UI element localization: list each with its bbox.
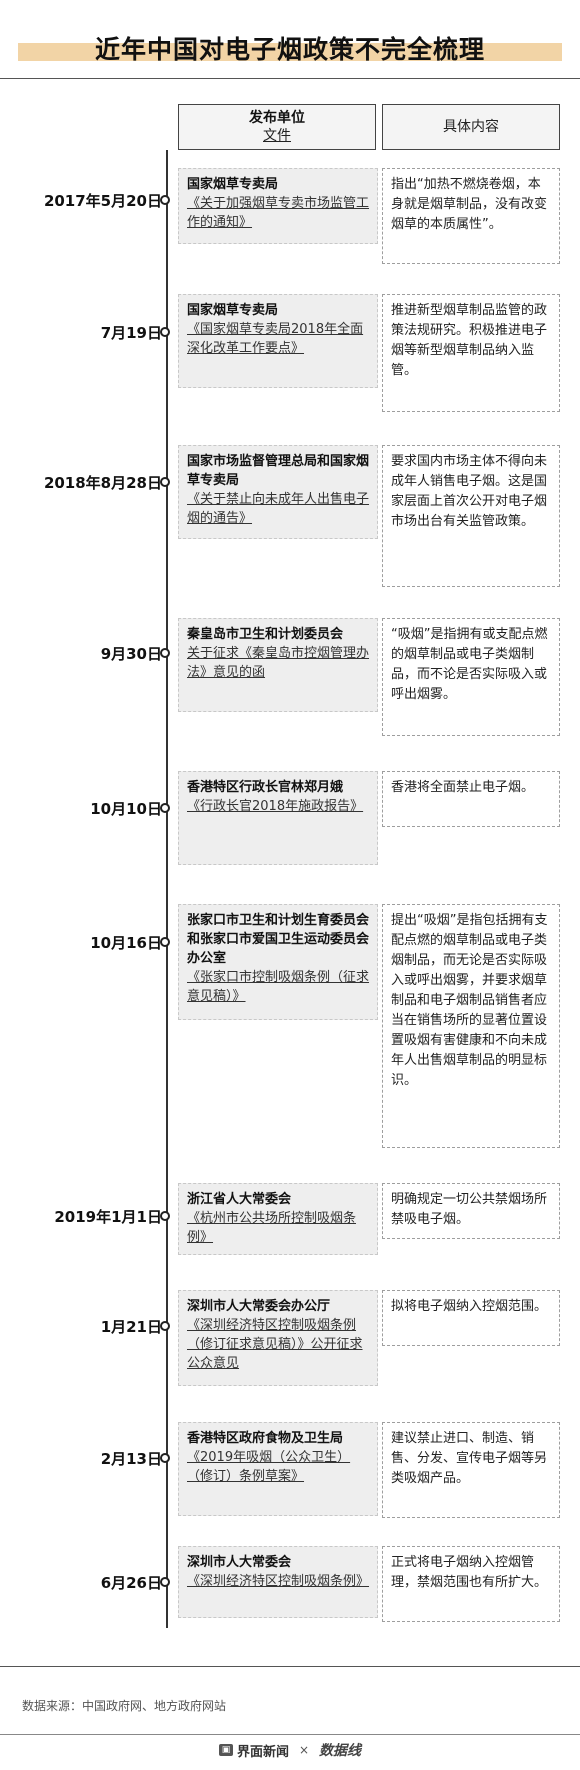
entry-date: 9月30日 [100,645,162,663]
entry-org: 浙江省人大常委会 [187,1192,292,1207]
timeline-dot [160,1453,170,1463]
entry-source: 深圳市人大常委会 《深圳经济特区控制吸烟条例》 [178,1546,378,1618]
data-line-logo: 数据线 [319,1743,362,1759]
column-header-publisher: 发布单位 文件 [178,104,376,150]
entry-org: 香港特区政府食物及卫生局 [187,1431,344,1446]
timeline-dot [160,1321,170,1331]
entry-date: 2018年8月28日 [43,474,162,492]
entry-content: 要求国内市场主体不得向未成年人销售电子烟。这是国家层面上首次公开对电子烟市场出台… [382,445,560,587]
entry-source: 国家烟草专卖局 《关于加强烟草专卖市场监管工作的通知》 [178,168,378,244]
entry-document: 《行政长官2018年施政报告》 [187,799,364,814]
brand-footer: ▣ 界面新闻 × 数据线 [0,1740,580,1760]
entry-org: 深圳市人大常委会 [187,1555,292,1570]
entry-org: 香港特区行政长官林郑月娥 [187,780,344,795]
entry-content: 明确规定一切公共禁烟场所禁吸电子烟。 [382,1183,560,1239]
entry-date: 1月21日 [100,1318,162,1336]
entry-org: 张家口市卫生和计划生育委员会和张家口市爱国卫生运动委员会办公室 [187,913,370,966]
entry-document: 《张家口市控制吸烟条例（征求意见稿）》 [187,970,370,1004]
entry-document: 《杭州市公共场所控制吸烟条例》 [187,1211,357,1245]
entry-source: 国家市场监督管理总局和国家烟草专卖局 《关于禁止向未成年人出售电子烟的通告》 [178,445,378,539]
entry-source: 秦皇岛市卫生和计划委员会 关于征求《秦皇岛市控烟管理办法》意见的函 [178,618,378,712]
entry-org: 深圳市人大常委会办公厅 [187,1299,331,1314]
entry-document: 《深圳经济特区控制吸烟条例》 [187,1574,370,1589]
entry-document: 《深圳经济特区控制吸烟条例（修订征求意见稿）》公开征求公众意见 [187,1318,363,1371]
timeline-dot [160,1211,170,1221]
timeline-dot [160,477,170,487]
entry-source: 香港特区政府食物及卫生局 《2019年吸烟（公众卫生）（修订）条例草案》 [178,1422,378,1516]
timeline-dot [160,648,170,658]
column-header-document-label: 文件 [263,128,291,144]
entry-document: 《关于加强烟草专卖市场监管工作的通知》 [187,196,370,230]
entry-org: 秦皇岛市卫生和计划委员会 [187,627,344,642]
entry-source: 深圳市人大常委会办公厅 《深圳经济特区控制吸烟条例（修订征求意见稿）》公开征求公… [178,1290,378,1386]
entry-content: 提出“吸烟”是指包括拥有支配点燃的烟草制品或电子类烟制品，而无论是否实际吸入或呼… [382,904,560,1148]
entry-org: 国家烟草专卖局 [187,303,279,318]
entry-date: 7月19日 [100,324,162,342]
timeline-dot [160,327,170,337]
entry-source: 国家烟草专卖局 《国家烟草专卖局2018年全面深化改革工作要点》 [178,294,378,388]
timeline-dot [160,1577,170,1587]
entry-source: 香港特区行政长官林郑月娥 《行政长官2018年施政报告》 [178,771,378,865]
brand-separator: × [298,1743,310,1757]
entry-document: 《关于禁止向未成年人出售电子烟的通告》 [187,492,370,526]
footer-divider [0,1734,580,1735]
entry-document: 《国家烟草专卖局2018年全面深化改革工作要点》 [187,322,364,356]
entry-date: 10月16日 [90,934,162,952]
bottom-divider [0,1666,580,1667]
entry-date: 10月10日 [90,800,162,818]
entry-content: 拟将电子烟纳入控烟范围。 [382,1290,560,1346]
timeline-line [166,150,168,1628]
timeline-dot [160,803,170,813]
entry-content: 香港将全面禁止电子烟。 [382,771,560,827]
title-highlight [18,43,562,61]
column-header-publisher-label: 发布单位 [249,110,305,126]
data-source-note: 数据来源：中国政府网、地方政府网站 [22,1699,227,1713]
entry-content: 指出“加热不燃烧卷烟，本身就是烟草制品，没有改变烟草的本质属性”。 [382,168,560,264]
jiemian-logo: ▣ 界面新闻 [218,1741,289,1760]
entry-content: 推进新型烟草制品监管的政策法规研究。积极推进电子烟等新型烟草制品纳入监管。 [382,294,560,412]
entry-org: 国家市场监督管理总局和国家烟草专卖局 [187,454,370,488]
timeline-dot [160,195,170,205]
top-divider [0,78,580,79]
entry-content: “吸烟”是指拥有或支配点燃的烟草制品或电子类烟制品，而不论是否实际吸入或呼出烟雾… [382,618,560,736]
news-icon: ▣ [218,1744,233,1756]
brand-name: 界面新闻 [236,1744,289,1760]
entry-date: 2019年1月1日 [54,1208,162,1226]
entry-date: 2月13日 [100,1450,162,1468]
entry-date: 2017年5月20日 [43,192,162,210]
entry-content: 正式将电子烟纳入控烟管理，禁烟范围也有所扩大。 [382,1546,560,1622]
column-header-content-label: 具体内容 [443,119,499,135]
entry-source: 浙江省人大常委会 《杭州市公共场所控制吸烟条例》 [178,1183,378,1255]
page-title: 近年中国对电子烟政策不完全梳理 [94,35,485,64]
entry-document: 《2019年吸烟（公众卫生）（修订）条例草案》 [187,1450,351,1484]
entry-document: 关于征求《秦皇岛市控烟管理办法》意见的函 [187,646,370,680]
entry-content: 建议禁止进口、制造、销售、分发、宣传电子烟等另类吸烟产品。 [382,1422,560,1518]
entry-date: 6月26日 [100,1574,162,1592]
entry-org: 国家烟草专卖局 [187,177,279,192]
entry-source: 张家口市卫生和计划生育委员会和张家口市爱国卫生运动委员会办公室 《张家口市控制吸… [178,904,378,1020]
column-header-content: 具体内容 [382,104,560,150]
timeline-dot [160,937,170,947]
